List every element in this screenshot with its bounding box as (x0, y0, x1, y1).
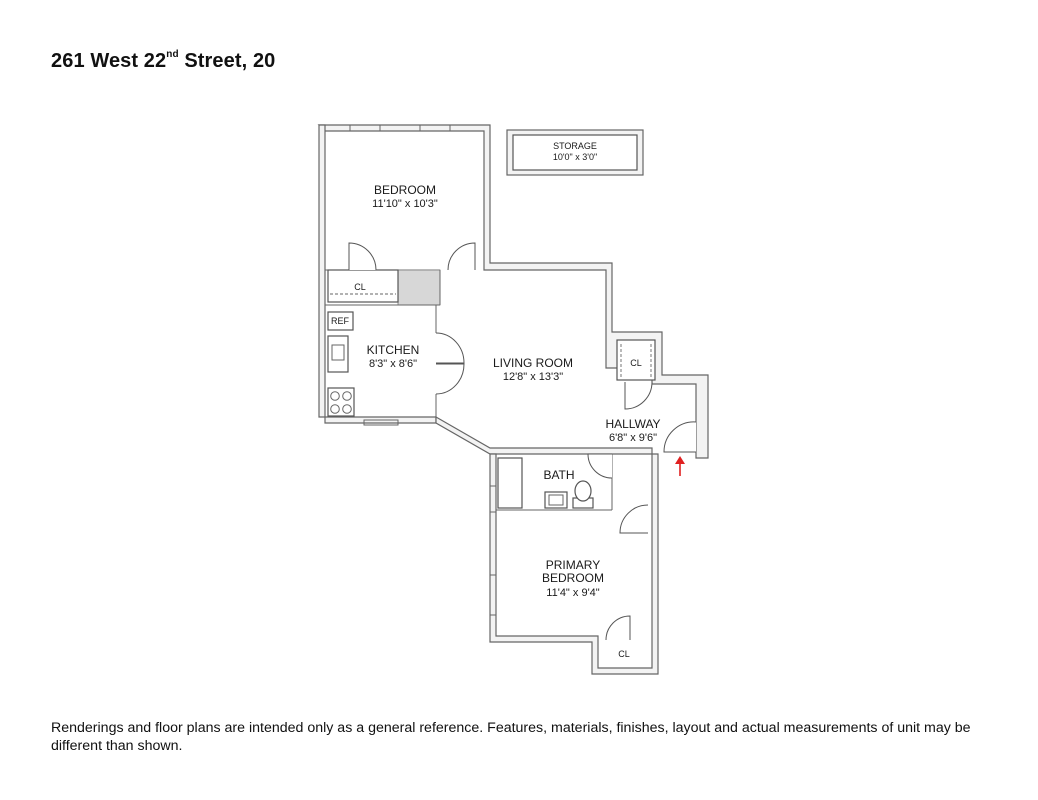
exterior-wall (317, 124, 709, 459)
bedroom-closet-label: CL (354, 282, 366, 292)
kitchen-window (363, 419, 399, 426)
storage-inner (512, 134, 638, 171)
kitchen-name: KITCHEN (367, 343, 420, 357)
burner-icon (330, 391, 340, 401)
bath-window (489, 485, 497, 513)
listing-title: 261 West 22nd Street, 20 (51, 49, 276, 73)
primary-closet-label: CL (618, 649, 630, 659)
hallway-closet-door (624, 381, 653, 410)
living-room-name: LIVING ROOM (493, 356, 573, 370)
burner-icon (330, 404, 340, 414)
hall-gray-block (397, 269, 441, 306)
bath-door (587, 453, 613, 479)
kitchen-dims: 8'3" x 8'6" (369, 358, 417, 370)
refrigerator-label: REF (331, 316, 350, 326)
burner-icon (342, 391, 352, 401)
title-suffix: Street, 20 (178, 50, 276, 72)
bedroom-name: BEDROOM (374, 183, 436, 197)
bathtub (497, 457, 523, 509)
primary-window (489, 574, 497, 616)
bedroom-dims: 11'10" x 10'3" (372, 198, 438, 210)
storage-name: STORAGE (553, 141, 597, 151)
kitchen-counter (327, 335, 349, 373)
disclaimer-text: Renderings and floor plans are intended … (51, 720, 971, 754)
bedroom-window-1 (349, 124, 381, 132)
sink-icon (548, 494, 564, 506)
hallway-closet-label: CL (630, 358, 642, 368)
kitchen-door-right (435, 363, 465, 395)
entry-arrow-head-icon (675, 456, 685, 464)
burner-icon (342, 404, 352, 414)
hallway-name: HALLWAY (605, 417, 660, 431)
storage-dims: 10'0" x 3'0" (553, 152, 597, 162)
primary-bedroom-name-1: PRIMARY (546, 558, 600, 572)
title-prefix: 261 West 22 (51, 50, 167, 72)
kitchen-door-left (435, 332, 465, 364)
hallway-closet (616, 339, 656, 381)
primary-bedroom-door (619, 504, 649, 534)
title-superscript: nd (166, 49, 179, 61)
bedroom-window-2 (419, 124, 451, 132)
sink-icon (331, 344, 345, 361)
toilet-icon (574, 480, 592, 502)
living-room-dims: 12'8" x 13'3" (503, 371, 563, 383)
refrigerator (327, 311, 354, 331)
bedroom-door (447, 242, 476, 271)
entry-door (663, 421, 697, 453)
primary-bedroom-name-2: BEDROOM (542, 571, 604, 585)
exterior-wall-primary (489, 453, 659, 675)
bath-sink (544, 491, 568, 509)
bath-name: BATH (543, 468, 574, 482)
hallway-dims: 6'8" x 9'6" (609, 432, 657, 444)
primary-closet-door (605, 615, 631, 641)
bedroom-closet-door (348, 242, 377, 271)
floor-plan: BEDROOM 11'10" x 10'3" STORAGE 10'0" x 3… (317, 124, 709, 675)
primary-bedroom-dims: 11'4" x 9'4" (546, 587, 599, 599)
